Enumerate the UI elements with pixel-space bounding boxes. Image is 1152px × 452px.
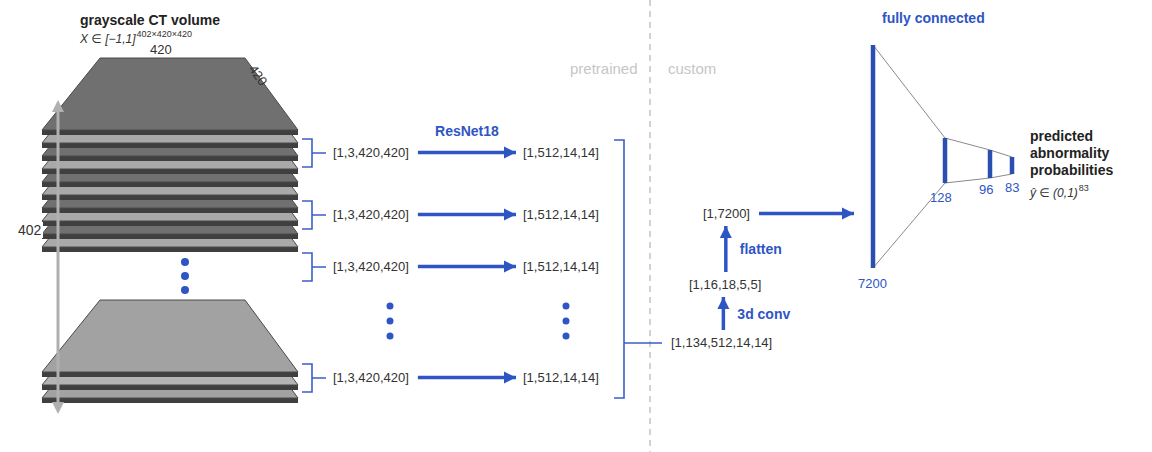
label-text: grayscale CT volume (80, 12, 220, 28)
tensor-shape: [1,3,420,420] (330, 205, 412, 224)
layer-size: 7200 (858, 276, 887, 291)
tensor-shape: [1,512,14,14] (520, 257, 602, 276)
shape-text: [1,512,14,14] (523, 207, 599, 222)
brackets (302, 139, 662, 398)
shape-text: [1,512,14,14] (523, 145, 599, 160)
arrow-connector (418, 376, 516, 380)
tensor-shape: [1,512,14,14] (520, 205, 602, 224)
label-text: 402 (16, 222, 43, 238)
label-text: predicted abnormality probabilities (1030, 128, 1126, 179)
label-text: 83 (1079, 183, 1089, 193)
arrow-connector (722, 297, 726, 330)
tensor-shape: [1,16,18,5,5] (686, 275, 764, 294)
arrow-connector (418, 151, 516, 155)
fc-title: fully connected (882, 10, 985, 26)
shape-text: [1,512,14,14] (523, 370, 599, 385)
fc-network: fully connected 7200 128 96 83 (858, 10, 1026, 310)
layer-size: 96 (979, 182, 993, 197)
arrow-connector (759, 212, 854, 216)
shape-text: [1,7200] (703, 206, 750, 221)
edge-label: ResNet18 (433, 123, 501, 139)
arrow-connector (418, 265, 516, 269)
label-text: ŷ ∈ (0,1) (1030, 186, 1078, 200)
height-arrow (52, 100, 64, 414)
layer-size: 128 (930, 190, 952, 205)
tensor-shape: [1,3,420,420] (330, 143, 412, 162)
label-text: X ∈ [−1,1] (80, 32, 135, 46)
edge-label: flatten (738, 241, 784, 257)
label-text: 420 (150, 42, 172, 57)
divider-line (649, 0, 651, 452)
ct-slices (42, 58, 298, 403)
fc-layers (858, 10, 1026, 310)
layer-size: 83 (1005, 180, 1019, 195)
tensor-shape: [1,512,14,14] (520, 143, 602, 162)
shape-text: [1,3,420,420] (333, 259, 409, 274)
tensor-shape: [1,512,14,14] (520, 368, 602, 387)
tensor-shape: [1,3,420,420] (330, 257, 412, 276)
shape-text: [1,3,420,420] (333, 207, 409, 222)
arrow-connector (418, 213, 516, 217)
shape-text: [1,512,14,14] (523, 259, 599, 274)
tensor-shape: [1,134,512,14,14] (668, 333, 775, 352)
label-text: pretrained (570, 60, 638, 77)
label-text: custom (668, 60, 716, 77)
arrow-connector (724, 226, 728, 272)
shape-text: [1,3,420,420] (333, 370, 409, 385)
dots (181, 258, 570, 340)
tensor-shape: [1,3,420,420] (330, 368, 412, 387)
label-text: 402×420×420 (136, 29, 192, 39)
edge-label: 3d conv (735, 306, 792, 322)
tensor-shape: [1,7200] (700, 204, 753, 223)
shape-text: [1,3,420,420] (333, 145, 409, 160)
shape-text: [1,16,18,5,5] (689, 277, 761, 292)
shape-text: [1,134,512,14,14] (671, 335, 772, 350)
